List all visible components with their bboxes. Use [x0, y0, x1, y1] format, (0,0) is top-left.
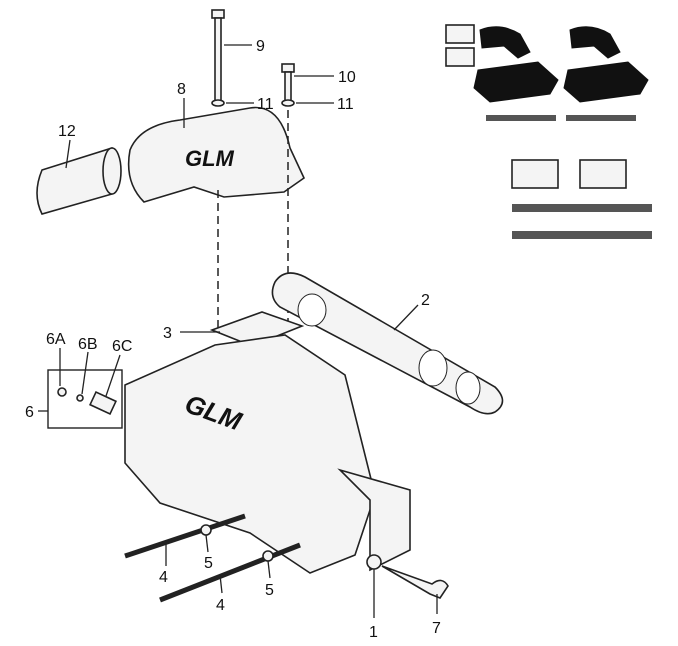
exhaust-gasket-2 [271, 272, 504, 415]
callout-2: 2 [421, 292, 430, 309]
callout-4: 4 [159, 569, 168, 586]
bolt-10 [284, 71, 292, 103]
washer-11 [211, 99, 225, 107]
callout-6: 6 [25, 404, 34, 421]
callout-5: 5 [204, 555, 213, 572]
bolt-head [211, 9, 225, 19]
callout-5: 5 [265, 582, 274, 599]
gasket-port [418, 349, 448, 387]
callout-10: 10 [338, 69, 356, 86]
bolt-4 [124, 513, 246, 559]
elbow-fitting-7 [381, 565, 449, 599]
callout-3: 3 [163, 325, 172, 342]
gasket-port [455, 371, 481, 405]
manifold-end [337, 468, 411, 572]
riser-gasket-3 [209, 311, 305, 347]
washer-11 [281, 99, 295, 107]
drain-fitting-6c [89, 390, 117, 416]
thumb-gasket [445, 47, 475, 67]
thumb-riser [569, 26, 621, 59]
gasket-port [297, 293, 327, 327]
drain-plug-6a [57, 387, 67, 397]
callout-8: 8 [177, 81, 186, 98]
kit-thumbnails [445, 24, 652, 239]
riser-elbow-8 [127, 106, 306, 203]
callout-11: 11 [337, 96, 354, 113]
bolt-4 [159, 542, 301, 603]
thumb-exhaust-gasket [512, 204, 652, 239]
o-ring-6b [76, 394, 84, 402]
thumb-gasket [445, 24, 475, 44]
callout-6a: 6A [46, 331, 66, 348]
callout-11: 11 [257, 96, 274, 113]
drain-plug [366, 554, 382, 570]
thumb-gasket [579, 159, 627, 189]
bolt-head [281, 63, 295, 73]
callout-4: 4 [216, 597, 225, 614]
thumb-gasket [511, 159, 559, 189]
washer-5 [262, 550, 274, 562]
callout-7: 7 [432, 620, 441, 637]
thumb-manifold [473, 61, 559, 103]
thumb-manifold [563, 61, 649, 103]
callout-9: 9 [256, 38, 265, 55]
bolt-9 [214, 17, 222, 103]
logo: GLM [185, 146, 235, 171]
washer-5 [200, 524, 212, 536]
callout-1: 1 [369, 624, 378, 641]
thumb-riser [479, 26, 531, 59]
callout-12: 12 [58, 123, 76, 140]
leader-lines [38, 44, 438, 618]
exhaust-manifold-1 [124, 334, 376, 574]
callout-6c: 6C [112, 338, 132, 355]
sleeve-end [102, 147, 122, 195]
callout-6b: 6B [78, 336, 98, 353]
